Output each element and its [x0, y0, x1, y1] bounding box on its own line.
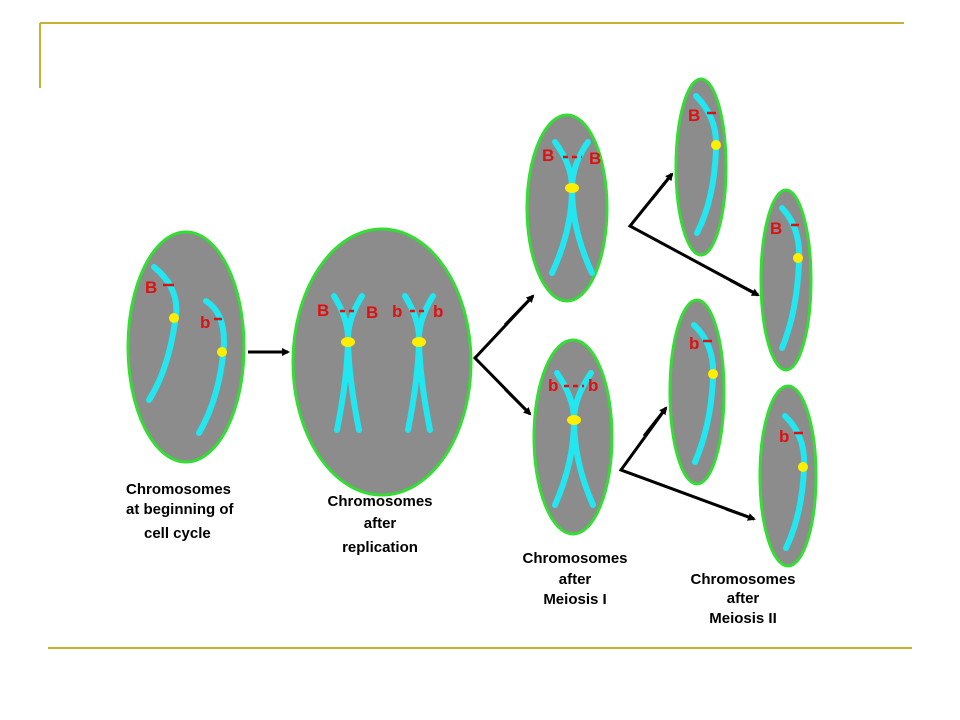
cell-stage3-top: B B — [525, 113, 609, 303]
arrowhead-up — [503, 294, 535, 327]
allele-label: b — [392, 302, 402, 321]
cell-stage1: B b — [126, 230, 246, 464]
slide-frame-lines — [39, 22, 912, 649]
cell-stage3-bottom: b b — [532, 338, 614, 536]
allele-label: b — [779, 427, 789, 446]
allele-label: B — [589, 149, 601, 168]
caption-line: Chromosomes — [522, 550, 627, 567]
centromere — [412, 337, 426, 347]
caption-stage1: Chromosomes at beginning of cell cycle — [126, 481, 234, 542]
cell-stage4-4: b — [758, 384, 818, 568]
cell-body — [525, 113, 609, 303]
caption-line: Meiosis I — [543, 591, 606, 608]
centromere — [793, 253, 803, 263]
caption-line: replication — [342, 539, 418, 556]
arrow-stage3top-to-stage4 — [627, 172, 760, 297]
caption-line: Chromosomes — [126, 481, 231, 498]
arrow-stage3bottom-to-stage4 — [618, 406, 756, 521]
allele-label: b — [433, 302, 443, 321]
arrowhead-down — [729, 278, 760, 297]
arrow-stage2-to-stage3 — [472, 294, 535, 416]
cell-stage4-2: B — [759, 188, 813, 372]
allele-label: B — [770, 219, 782, 238]
caption-line: cell cycle — [144, 525, 211, 542]
allele-label: b — [689, 334, 699, 353]
centromere — [711, 140, 721, 150]
arrowhead-up — [642, 406, 668, 437]
allele-label: B — [366, 303, 378, 322]
cell-stage4-1: B — [674, 77, 728, 257]
caption-line: after — [727, 590, 760, 607]
centromere — [708, 369, 718, 379]
allele-label: B — [145, 278, 157, 297]
centromere — [169, 313, 179, 323]
caption-line: at beginning of — [126, 501, 234, 518]
cell-body — [291, 227, 473, 497]
centromere — [798, 462, 808, 472]
centromere — [341, 337, 355, 347]
arrowhead-down — [503, 387, 532, 416]
cell-body — [758, 384, 818, 568]
caption-stage3: Chromosomes after Meiosis I — [522, 550, 627, 608]
caption-line: after — [559, 571, 592, 588]
centromere — [565, 183, 579, 193]
allele-label: b — [548, 376, 558, 395]
caption-line: Meiosis II — [709, 610, 777, 627]
caption-line: after — [364, 515, 397, 532]
arrowhead-up — [650, 172, 674, 200]
caption-line: Chromosomes — [690, 571, 795, 588]
arrowhead-down — [725, 507, 756, 521]
centromere — [217, 347, 227, 357]
allele-label: B — [542, 146, 554, 165]
allele-label: B — [317, 301, 329, 320]
allele-label: b — [200, 313, 210, 332]
cell-stage2: B B b b — [291, 227, 473, 497]
caption-stage2: Chromosomes after replication — [327, 493, 432, 556]
caption-line: Chromosomes — [327, 493, 432, 510]
allele-label: b — [588, 376, 598, 395]
branch-arrow-line — [472, 294, 535, 416]
caption-stage4: Chromosomes after Meiosis II — [690, 571, 795, 627]
allele-label: B — [688, 106, 700, 125]
centromere — [567, 415, 581, 425]
cell-stage4-3: b — [668, 298, 726, 486]
